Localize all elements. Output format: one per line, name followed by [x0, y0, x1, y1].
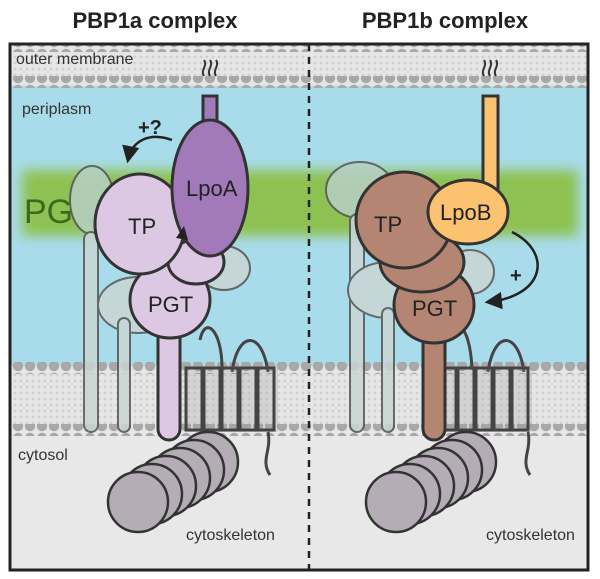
- panel-pbp1a: [69, 59, 278, 534]
- pbp1a-protein: [93, 172, 226, 442]
- effect-label-b: +: [510, 265, 522, 287]
- activation-arrow-a: [122, 135, 173, 164]
- cytosol-label: cytosol: [18, 447, 68, 464]
- pg-label: PG: [24, 193, 73, 231]
- lpoa: [170, 59, 250, 258]
- lpob: [426, 59, 510, 246]
- cytoskeleton-label-a: cytoskeleton: [186, 527, 275, 544]
- cytoskeleton-b: [364, 430, 498, 534]
- lpob-label: LpoB: [440, 200, 491, 225]
- activation-arrow-b: [484, 230, 539, 310]
- tm-bundle-b: [438, 326, 532, 476]
- tp-label-b: TP: [374, 212, 402, 237]
- tm-bundle-a: [184, 326, 278, 476]
- panel-title-pbp1b: PBP1b complex: [361, 8, 529, 33]
- cytoskeleton-label-b: cytoskeleton: [486, 527, 575, 544]
- lpoa-label: LpoA: [186, 176, 238, 201]
- effect-label-a: +?: [138, 117, 162, 139]
- periplasm-label: periplasm: [22, 101, 91, 118]
- pbp1b-protein: [354, 170, 476, 442]
- panel-pbp1b: [325, 59, 539, 534]
- figure-frame: [8, 42, 590, 572]
- cytoskeleton-a: [106, 430, 240, 534]
- tp-label-a: TP: [128, 214, 156, 239]
- pgt-label-a: PGT: [148, 292, 193, 317]
- pgt-label-b: PGT: [412, 296, 457, 321]
- panel-title-pbp1a: PBP1a complex: [72, 8, 238, 33]
- outer-membrane-label: outer membrane: [16, 51, 133, 68]
